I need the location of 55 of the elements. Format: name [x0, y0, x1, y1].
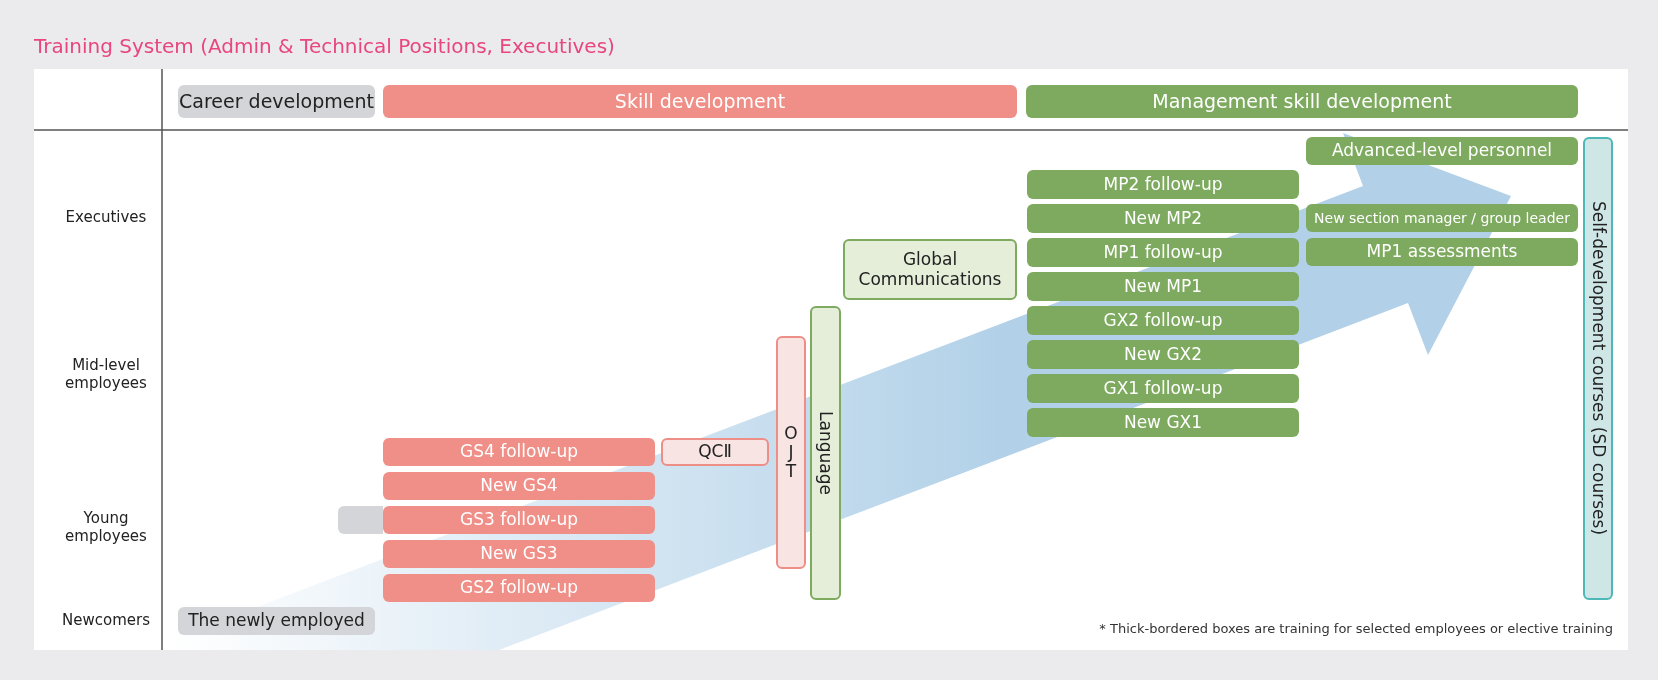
category-label: Skill development	[614, 90, 786, 113]
course-label: Language	[815, 411, 836, 495]
course-box	[1027, 204, 1299, 233]
course-label: New MP1	[1123, 276, 1203, 297]
course-label: GX1 follow-up	[1103, 378, 1223, 399]
course-box	[383, 540, 655, 568]
footnote: * Thick-bordered boxes are training for selected employees or elective training	[1099, 621, 1613, 636]
course-label: New section manager / group leader	[1314, 209, 1570, 227]
row-label: Executives	[64, 208, 148, 226]
course-label: QCⅡ	[698, 442, 732, 462]
category-bar	[383, 85, 1017, 118]
row-label: Young employees	[64, 509, 148, 545]
course-label: New GX2	[1123, 344, 1203, 365]
course-label: MP2 follow-up	[1103, 174, 1223, 195]
selected-course-box	[1583, 137, 1613, 600]
course-label: OJT	[784, 424, 798, 481]
course-box	[1027, 374, 1299, 403]
course-label: New GX1	[1123, 412, 1203, 433]
course-label: GS2 follow-up	[460, 578, 578, 598]
course-label: MP1 follow-up	[1103, 242, 1223, 263]
course-box	[1027, 238, 1299, 267]
row-label: Mid-level employees	[64, 356, 148, 392]
category-label: Management skill development	[1152, 90, 1452, 113]
course-box	[1027, 408, 1299, 437]
category-label: Career development	[179, 90, 374, 113]
course-box	[383, 574, 655, 602]
stage-box	[178, 607, 375, 635]
selected-course-box	[810, 306, 841, 600]
course-box	[1027, 272, 1299, 301]
selected-course-box	[843, 239, 1017, 300]
course-box	[1306, 238, 1578, 266]
course-label: Advanced-level personnel	[1331, 141, 1553, 161]
course-box	[1027, 306, 1299, 335]
course-box	[383, 438, 655, 466]
course-label: Global Communications	[857, 249, 1003, 290]
course-label: New GS4	[480, 476, 558, 496]
course-label: Self-development courses (SD courses)	[1588, 201, 1608, 536]
course-box	[383, 472, 655, 500]
row-label: Newcomers	[61, 611, 151, 629]
diagram-title: Training System (Admin & Technical Positions, Executives)	[34, 34, 616, 58]
course-label: GS4 follow-up	[460, 442, 578, 462]
course-label: GS3 follow-up	[460, 510, 578, 530]
selected-course-box	[661, 438, 769, 466]
category-bar	[1026, 85, 1578, 118]
course-box	[1027, 170, 1299, 199]
course-box	[383, 506, 655, 534]
course-box	[1306, 137, 1578, 165]
course-label: GX2 follow-up	[1103, 310, 1223, 331]
course-label: The newly employed	[188, 611, 365, 631]
course-label: MP1 assessments	[1366, 242, 1518, 262]
course-box	[1306, 204, 1578, 232]
course-box	[1027, 340, 1299, 369]
course-label: New MP2	[1123, 208, 1203, 229]
course-label: New GS3	[480, 544, 558, 564]
selected-course-box	[776, 336, 806, 569]
